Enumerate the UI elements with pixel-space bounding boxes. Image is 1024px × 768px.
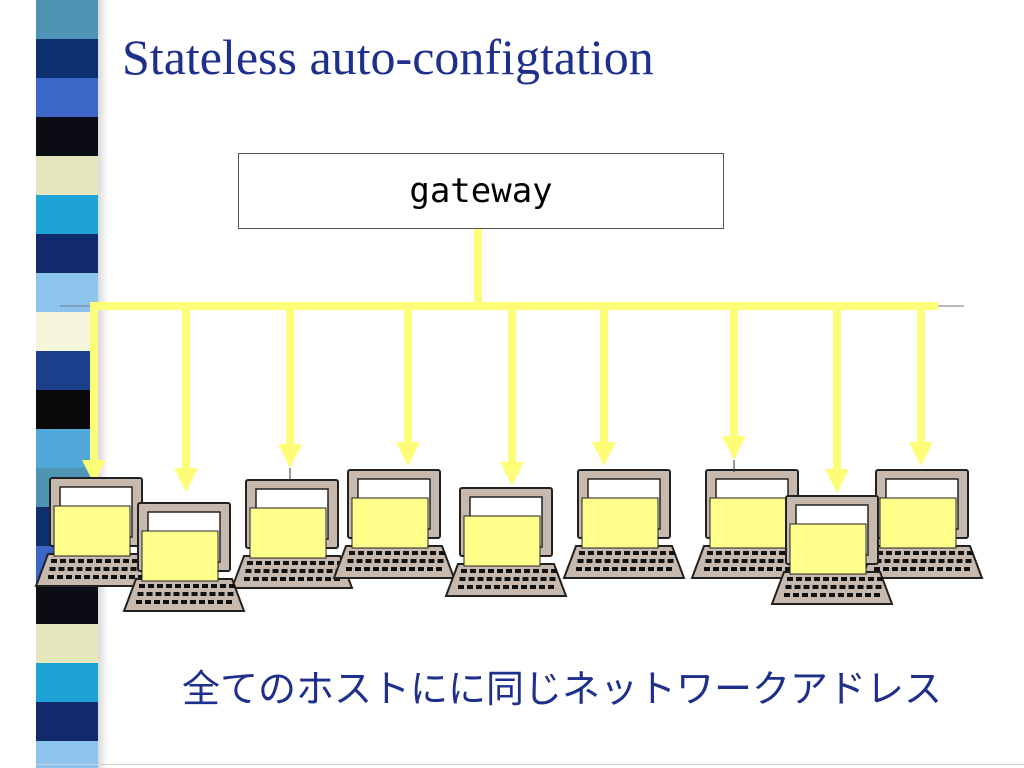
host-computer	[444, 487, 568, 597]
strip-block	[36, 234, 98, 273]
strip-block	[36, 585, 98, 624]
strip-block	[36, 312, 98, 351]
drop-arrow	[592, 306, 616, 466]
drop-arrow	[909, 306, 933, 466]
host-computer	[562, 469, 686, 579]
host-computer	[230, 479, 354, 589]
strip-block	[36, 351, 98, 390]
strip-block	[36, 0, 98, 39]
strip-block	[36, 390, 98, 429]
drop-arrow	[500, 306, 524, 486]
strip-block	[36, 39, 98, 78]
drop-arrow	[278, 306, 302, 468]
host-computer	[690, 469, 814, 579]
gateway-box: gateway	[238, 153, 724, 229]
strip-block	[36, 741, 98, 768]
address-label	[351, 497, 429, 549]
address-label	[141, 530, 219, 582]
host-computer	[770, 495, 894, 605]
host-computer	[860, 469, 984, 579]
gateway-uplink	[474, 229, 482, 305]
host-computer	[332, 469, 456, 579]
strip-block	[36, 117, 98, 156]
address-label	[53, 505, 131, 557]
address-label	[249, 507, 327, 559]
address-label	[581, 497, 659, 549]
strip-block	[36, 702, 98, 741]
drop-arrow	[82, 306, 106, 484]
drop-arrow	[174, 306, 198, 492]
strip-block	[36, 663, 98, 702]
address-label	[709, 497, 787, 549]
strip-block	[36, 195, 98, 234]
slide-title: Stateless auto-configtation	[122, 29, 654, 85]
slide-caption: 全てのホストにに同じネットワークアドレス	[181, 667, 942, 711]
side-strip-shadow	[98, 0, 108, 768]
gateway-label: gateway	[409, 171, 553, 211]
address-label	[789, 523, 867, 575]
network-diagram	[34, 229, 984, 612]
host-computer	[34, 477, 158, 587]
strip-block	[36, 78, 98, 117]
address-label	[879, 497, 957, 549]
drop-arrow	[825, 306, 849, 493]
bottom-divider	[36, 764, 1024, 765]
strip-block	[36, 624, 98, 663]
host-computer	[122, 502, 246, 612]
drop-arrow	[722, 306, 746, 460]
strip-block	[36, 156, 98, 195]
address-label	[463, 515, 541, 567]
drop-arrow	[396, 306, 420, 466]
